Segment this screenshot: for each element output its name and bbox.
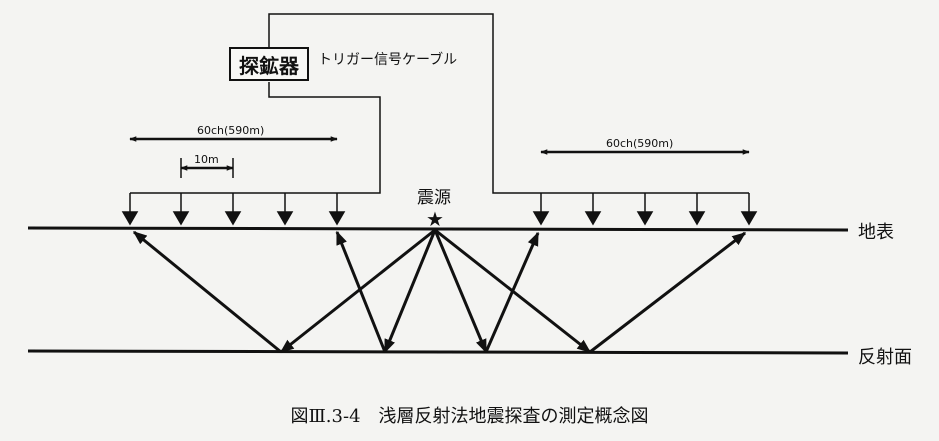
- geophone: [740, 193, 758, 226]
- seismograph-box: 探鉱器: [229, 47, 309, 81]
- seismograph-label: 探鉱器: [239, 53, 299, 78]
- spacing-label: 10m: [194, 153, 219, 166]
- geophone: [328, 193, 346, 226]
- ray-path: [383, 229, 437, 354]
- source-label: 震源: [417, 188, 451, 208]
- figure-caption: 図Ⅲ.3-4 浅層反射法地震探査の測定概念図: [290, 406, 649, 427]
- ray-path: [335, 230, 387, 353]
- ray-path: [279, 228, 436, 354]
- reflector-line: [27, 349, 849, 355]
- geophone: [688, 193, 706, 226]
- geophone: [121, 193, 139, 226]
- ground-surface-line: [27, 226, 849, 232]
- trigger-cable: [268, 13, 749, 194]
- right-spread-label: 60ch(590m): [606, 137, 674, 150]
- ray-path: [589, 231, 747, 354]
- left-spread-cable: [130, 82, 381, 194]
- left-spread-label: 60ch(590m): [197, 124, 265, 137]
- ray-path: [434, 228, 592, 354]
- geophone: [224, 193, 242, 226]
- right-geophone-array: [532, 193, 758, 226]
- ray-paths: [132, 228, 747, 354]
- source-star-icon: ★: [426, 207, 444, 231]
- ray-path: [132, 230, 282, 354]
- geophone: [172, 193, 190, 226]
- geophone: [276, 193, 294, 226]
- left-geophone-array: [121, 193, 346, 226]
- geophone: [532, 193, 550, 226]
- geophone: [584, 193, 602, 226]
- ground-surface-label: 地表: [858, 222, 894, 243]
- reflector-label: 反射面: [858, 347, 912, 368]
- ray-path: [433, 229, 488, 354]
- trigger-cable-label: トリガー信号ケーブル: [318, 52, 458, 68]
- geophone: [636, 193, 654, 226]
